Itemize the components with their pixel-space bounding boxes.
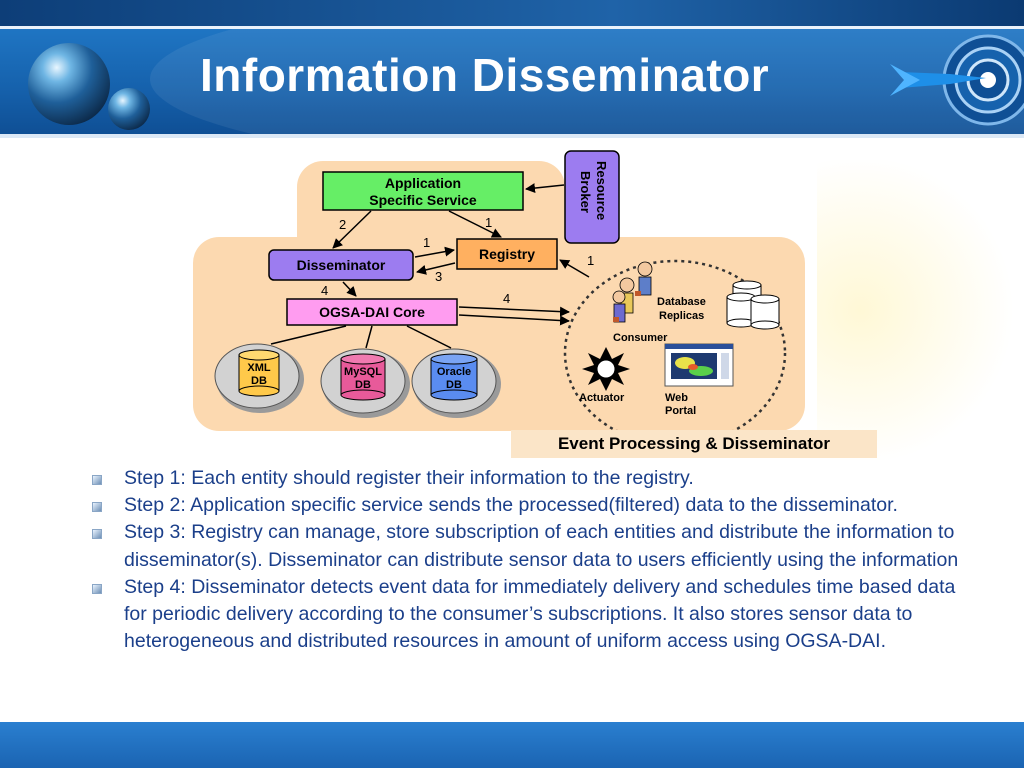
broker-to-app-arrow xyxy=(525,183,565,194)
registry-node: Registry xyxy=(456,238,558,270)
app-service-label-2: Specific Service xyxy=(369,192,477,208)
registry-to-disseminator-arrow xyxy=(416,262,456,275)
bullet-icon xyxy=(92,502,102,513)
step-item: Step 3: Registry can manage, store subsc… xyxy=(92,519,972,573)
header-swoosh xyxy=(150,29,1024,134)
step-text: Step 4: Disseminator detects event data … xyxy=(124,575,956,653)
bottom-bar xyxy=(0,722,1024,768)
header-divider xyxy=(0,134,1024,138)
web-portal-icon xyxy=(664,343,734,387)
mysql-db-label-2: DB xyxy=(355,379,371,391)
globe-logo-small-icon xyxy=(108,88,150,130)
core-to-consumers-arrow-1 xyxy=(458,306,570,317)
consumer-boundary xyxy=(563,259,787,447)
top-strip xyxy=(0,0,1024,26)
edge-label-consumer-to-registry: 1 xyxy=(587,253,594,268)
consumer-to-registry-arrow xyxy=(559,259,590,278)
database-replicas-label-1: Database xyxy=(657,296,706,308)
web-portal-label-2: Portal xyxy=(665,405,696,417)
target-arrow-icon xyxy=(890,34,1024,126)
database-cylinder-icon xyxy=(430,353,478,401)
oracle-db-cloud: Oracle DB xyxy=(411,348,501,418)
mysql-db-cloud: MySQL DB xyxy=(320,348,410,418)
app-to-registry-arrow xyxy=(448,210,502,238)
edge-label-disseminator-to-core: 4 xyxy=(321,283,328,298)
step-item: Step 1: Each entity should register thei… xyxy=(92,465,972,492)
consumer-people-icon xyxy=(612,261,653,323)
xml-db-label-2: DB xyxy=(251,375,267,387)
web-portal-label-1: Web xyxy=(665,392,688,404)
step-text: Step 3: Registry can manage, store subsc… xyxy=(124,521,959,571)
core-to-xml-line xyxy=(270,325,347,345)
app-service-label-1: Application xyxy=(385,175,461,191)
database-cylinder-icon xyxy=(340,353,386,401)
disseminator-to-core-arrow xyxy=(342,281,357,297)
ogsa-dai-core-node: OGSA-DAI Core xyxy=(286,298,458,326)
step-item: Step 4: Disseminator detects event data … xyxy=(92,574,972,656)
resource-broker-node: Resource Broker xyxy=(564,150,620,244)
disseminator-label: Disseminator xyxy=(297,257,386,273)
actuator-label: Actuator xyxy=(579,392,625,404)
top-divider xyxy=(0,26,1024,29)
database-replicas-icon xyxy=(726,280,780,330)
edge-label-registry-to-disseminator: 3 xyxy=(435,269,442,284)
bullet-icon xyxy=(92,583,102,594)
xml-db-label-1: XML xyxy=(247,362,271,374)
edge-label-app-to-disseminator: 2 xyxy=(339,217,346,232)
oracle-db-label-2: DB xyxy=(446,379,462,391)
core-to-consumers-arrow-2 xyxy=(458,314,570,326)
consumer-label: Consumer xyxy=(613,332,668,344)
database-cylinder-icon xyxy=(238,349,280,397)
core-to-mysql-line xyxy=(365,325,373,349)
bullet-icon xyxy=(92,529,102,540)
database-replicas-label-2: Replicas xyxy=(659,310,704,322)
application-specific-service-node: Application Specific Service xyxy=(322,171,524,211)
step-list: Step 1: Each entity should register thei… xyxy=(92,465,972,655)
slide-title: Information Disseminator xyxy=(200,49,770,101)
edge-label-app-to-registry: 1 xyxy=(485,215,492,230)
architecture-figure: Application Specific Service Resource Br… xyxy=(181,147,817,457)
registry-label: Registry xyxy=(479,246,535,262)
disseminator-to-registry-arrow xyxy=(414,246,455,258)
step-item: Step 2: Application specific service sen… xyxy=(92,492,972,519)
step-text: Step 1: Each entity should register thei… xyxy=(124,467,694,489)
app-to-disseminator-arrow xyxy=(332,210,372,249)
bullet-icon xyxy=(92,475,102,485)
mysql-db-label-1: MySQL xyxy=(344,366,382,378)
core-to-oracle-line xyxy=(406,325,452,349)
actuator-star-icon xyxy=(582,347,630,391)
oracle-db-label-1: Oracle xyxy=(437,366,471,378)
slide-header xyxy=(0,29,1024,134)
globe-logo-icon xyxy=(28,43,110,125)
step-text: Step 2: Application specific service sen… xyxy=(124,494,898,517)
edge-label-disseminator-to-registry: 1 xyxy=(423,235,430,250)
figure-caption: Event Processing & Disseminator xyxy=(511,430,877,458)
ogsa-core-label: OGSA-DAI Core xyxy=(319,304,425,320)
resource-broker-label-2: Broker xyxy=(578,171,593,213)
resource-broker-label-1: Resource xyxy=(594,161,609,220)
xml-db-cloud: XML DB xyxy=(214,343,304,413)
architecture-diagram: Application Specific Service Resource Br… xyxy=(193,150,805,447)
disseminator-node: Disseminator xyxy=(268,249,414,281)
edge-label-core-to-consumers: 4 xyxy=(503,291,510,306)
